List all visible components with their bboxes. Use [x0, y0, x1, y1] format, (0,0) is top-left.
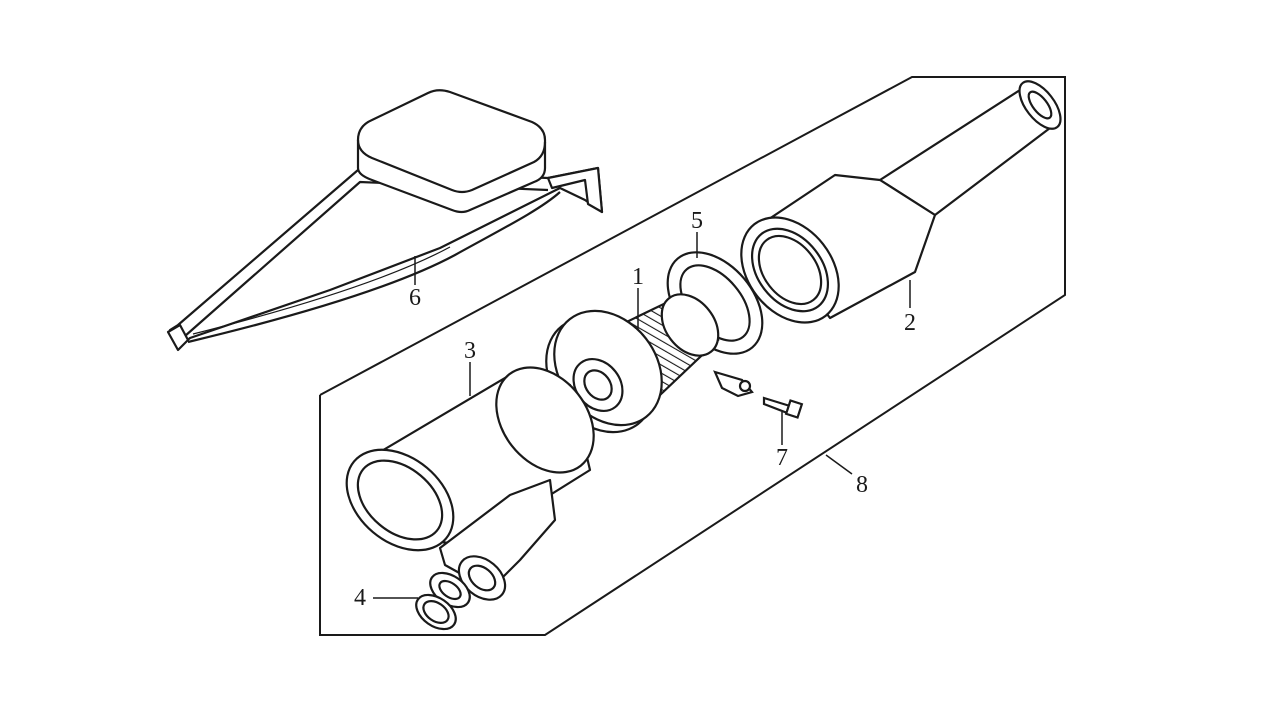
- callout-5: 5: [691, 208, 703, 234]
- air-cleaner-housing: [740, 80, 1062, 324]
- callout-2: 2: [904, 310, 916, 336]
- leader-lines: [373, 232, 911, 599]
- assembly-boundary: [319, 76, 1066, 636]
- callout-1: 1: [632, 264, 644, 290]
- bolt: [762, 396, 804, 419]
- intake-duct: [166, 89, 604, 352]
- callout-4: 4: [354, 585, 366, 611]
- leader-8: [825, 454, 853, 475]
- callout-6: 6: [409, 285, 421, 311]
- callout-7: 7: [776, 445, 788, 471]
- seal-rings: [415, 571, 471, 631]
- filter-canister: [345, 309, 663, 601]
- callout-3: 3: [464, 338, 476, 364]
- callout-8: 8: [856, 472, 868, 498]
